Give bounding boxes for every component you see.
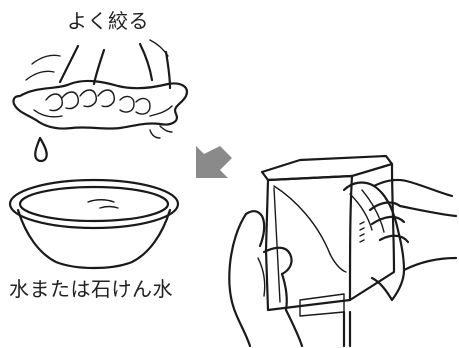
device-unit-illustration — [260, 154, 396, 348]
wringing-hands-illustration — [12, 39, 188, 163]
arrow-down-right-icon — [196, 146, 232, 178]
left-hand-illustration — [228, 210, 304, 348]
right-hand-with-cloth-illustration — [342, 178, 458, 302]
wring-caption: よく絞る — [67, 9, 149, 33]
water-basin-illustration — [8, 178, 180, 270]
water-caption: 水または石けん水 — [9, 277, 173, 301]
